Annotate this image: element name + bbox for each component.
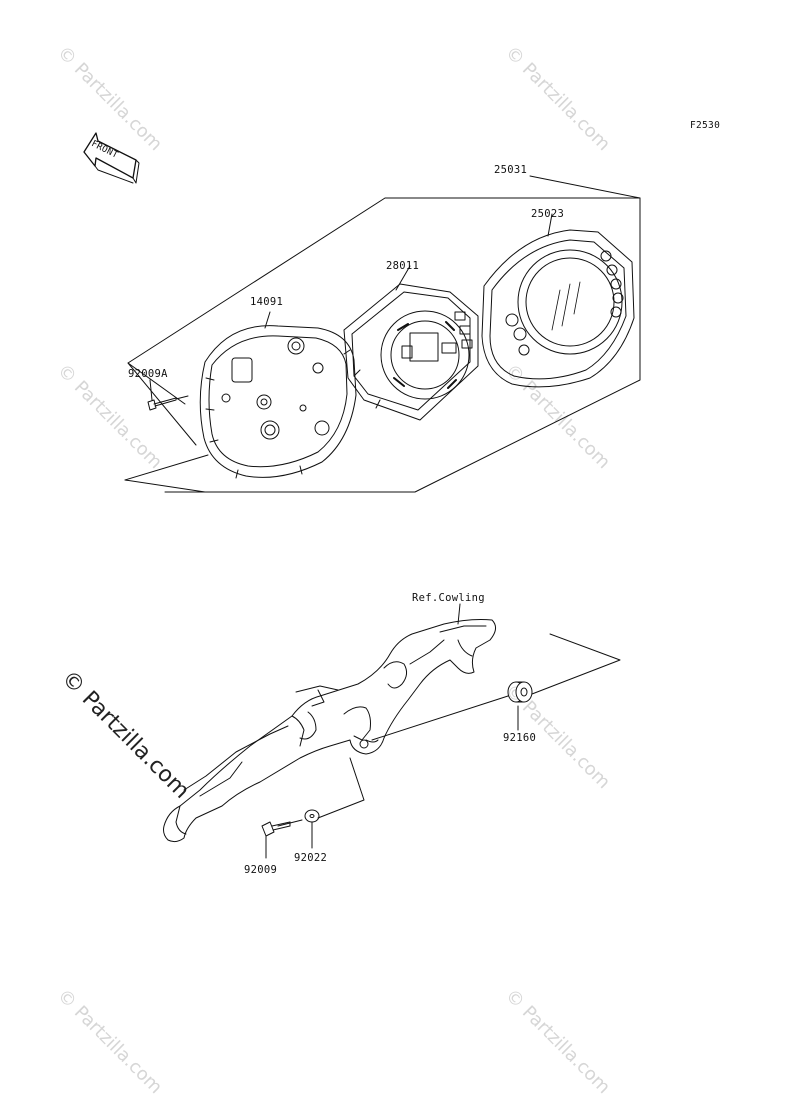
part-label-25023: 25023 bbox=[531, 208, 565, 220]
meter-cover-25023 bbox=[481, 213, 635, 388]
part-label-25031: 25031 bbox=[494, 164, 528, 176]
part-label-92160: 92160 bbox=[503, 732, 537, 744]
part-label-ref-cowling: Ref.Cowling bbox=[412, 592, 485, 604]
parts-diagram bbox=[83, 132, 641, 859]
part-label-92009a: 92009A bbox=[128, 368, 168, 380]
part-label-14091: 14091 bbox=[250, 296, 284, 308]
assembly-box-outline bbox=[124, 175, 641, 493]
meter-unit-28011 bbox=[343, 265, 479, 421]
screw-92009 bbox=[261, 821, 291, 859]
case-back-14091 bbox=[199, 311, 357, 479]
leader-lines bbox=[277, 633, 621, 827]
front-arrow-icon bbox=[83, 132, 140, 184]
grommet-92160 bbox=[507, 681, 533, 731]
washer-92022 bbox=[304, 809, 320, 849]
part-label-92009: 92009 bbox=[244, 864, 278, 876]
part-label-92022: 92022 bbox=[294, 852, 328, 864]
figure-code: F2530 bbox=[690, 120, 721, 131]
meter-bracket bbox=[163, 603, 496, 843]
screw-92009a bbox=[147, 379, 189, 411]
part-label-28011: 28011 bbox=[386, 260, 420, 272]
